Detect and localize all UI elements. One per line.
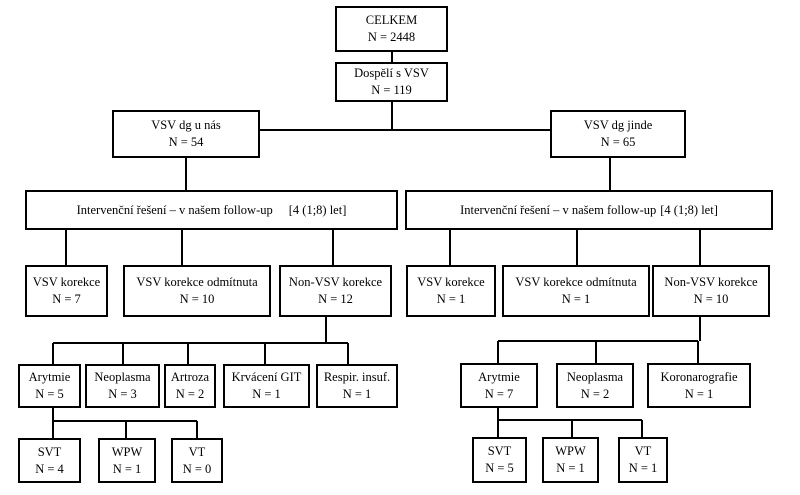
left-intervention-label: Intervenční řešení – v našem follow-up — [76, 202, 273, 217]
left-diagnosis-title: VSV dg u nás — [151, 118, 221, 132]
right-outcome-vsv-correction-refused: VSV korekce odmítnuta N = 1 — [502, 265, 650, 317]
arrhythmia-count: N = 1 — [628, 461, 658, 475]
cause-title: Koronarografie — [660, 369, 738, 384]
left-intervention-period: [4 (1;8) let] — [288, 202, 347, 217]
left-outcome-non-vsv-correction: Non-VSV korekce N = 12 — [279, 265, 392, 317]
adults-box: Dospělí s VSV N = 119 — [335, 62, 448, 102]
outcome-count: N = 1 — [561, 292, 591, 306]
arrhythmia-title: VT — [634, 444, 652, 458]
right-arrhythmia-vt: VT N = 1 — [618, 437, 668, 483]
cause-count: N = 2 — [580, 386, 610, 401]
cause-count: N = 3 — [108, 387, 137, 401]
outcome-count: N = 1 — [436, 292, 466, 306]
left-cause-gi-bleeding: Krvácení GIT N = 1 — [223, 364, 310, 408]
total-box: CELKEM N = 2448 — [335, 6, 448, 52]
left-outcome-vsv-correction: VSV korekce N = 7 — [25, 265, 108, 317]
outcome-title: Non-VSV korekce — [288, 275, 383, 289]
arrhythmia-title: VT — [188, 444, 206, 459]
right-arrhythmia-wpw: WPW N = 1 — [542, 437, 599, 483]
right-arrhythmia-svt: SVT N = 5 — [472, 437, 527, 483]
outcome-title: VSV korekce — [32, 275, 101, 289]
left-arrhythmia-vt: VT N = 0 — [171, 438, 223, 483]
arrhythmia-title: SVT — [487, 444, 512, 458]
cause-count: N = 1 — [252, 387, 281, 401]
right-cause-arrhythmia: Arytmie N = 7 — [460, 363, 538, 408]
right-diagnosis-title: VSV dg jinde — [583, 118, 653, 132]
arrhythmia-count: N = 4 — [35, 461, 64, 476]
left-diagnosis-count: N = 54 — [168, 135, 204, 149]
cause-title: Artroza — [170, 370, 210, 384]
cause-count: N = 2 — [175, 387, 205, 401]
arrhythmia-title: SVT — [37, 444, 62, 459]
cause-title: Neoplasma — [94, 370, 151, 384]
left-cause-artroza: Artroza N = 2 — [164, 364, 216, 408]
cause-title: Neoplasma — [566, 369, 624, 384]
outcome-count: N = 10 — [179, 292, 215, 306]
right-cause-coronarography: Koronarografie N = 1 — [647, 363, 751, 408]
total-title: CELKEM — [365, 13, 418, 27]
left-cause-neoplasma: Neoplasma N = 3 — [85, 364, 160, 408]
left-arrhythmia-svt: SVT N = 4 — [18, 438, 81, 483]
left-outcome-vsv-correction-refused: VSV korekce odmítnuta N = 10 — [123, 265, 271, 317]
arrhythmia-count: N = 0 — [182, 461, 212, 476]
arrhythmia-title: WPW — [111, 444, 143, 459]
outcome-count: N = 7 — [52, 292, 81, 306]
right-diagnosis-box: VSV dg jinde N = 65 — [550, 110, 686, 158]
cause-count: N = 1 — [342, 387, 372, 401]
total-count: N = 2448 — [367, 30, 416, 44]
cause-title: Arytmie — [28, 370, 71, 384]
cause-title: Krvácení GIT — [231, 370, 302, 384]
cause-count: N = 5 — [35, 387, 64, 401]
right-intervention-label: Intervenční řešení – v našem follow-up — [460, 202, 657, 217]
outcome-title: VSV korekce odmítnuta — [515, 275, 637, 289]
outcome-title: VSV korekce odmítnuta — [136, 275, 258, 289]
right-cause-neoplasma: Neoplasma N = 2 — [556, 363, 634, 408]
right-diagnosis-count: N = 65 — [600, 135, 636, 149]
left-cause-respiratory-insufficiency: Respir. insuf. N = 1 — [316, 364, 398, 408]
outcome-title: Non-VSV korekce — [664, 275, 758, 289]
adults-count: N = 119 — [371, 83, 412, 97]
cause-count: N = 1 — [684, 386, 714, 401]
right-outcome-non-vsv-correction: Non-VSV korekce N = 10 — [652, 265, 770, 317]
cause-title: Arytmie — [478, 369, 520, 384]
arrhythmia-count: N = 1 — [556, 461, 585, 475]
left-arrhythmia-wpw: WPW N = 1 — [98, 438, 156, 483]
outcome-count: N = 12 — [318, 292, 353, 306]
cause-title: Respir. insuf. — [323, 370, 391, 384]
arrhythmia-title: WPW — [555, 444, 586, 458]
adults-title: Dospělí s VSV — [354, 66, 429, 80]
outcome-count: N = 10 — [693, 292, 729, 306]
arrhythmia-count: N = 1 — [112, 461, 142, 476]
right-outcome-vsv-correction: VSV korekce N = 1 — [406, 265, 496, 317]
outcome-title: VSV korekce — [417, 275, 485, 289]
left-intervention-box: Intervenční řešení – v našem follow-up [… — [25, 190, 398, 230]
right-intervention-period: [4 (1;8) let] — [660, 202, 718, 217]
right-intervention-box: Intervenční řešení – v našem follow-up [… — [405, 190, 773, 230]
left-cause-arrhythmia: Arytmie N = 5 — [18, 364, 81, 408]
cause-count: N = 7 — [484, 386, 514, 401]
left-diagnosis-box: VSV dg u nás N = 54 — [112, 110, 260, 158]
arrhythmia-count: N = 5 — [485, 461, 514, 475]
